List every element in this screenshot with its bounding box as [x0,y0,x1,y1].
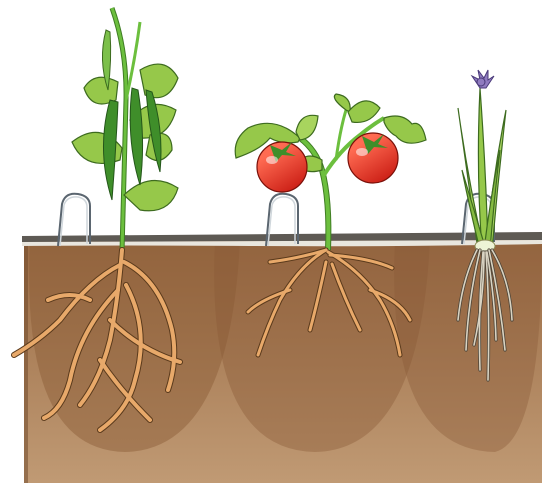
soil-left-edge [24,238,28,483]
tomato-leaf [348,101,380,123]
bean-leaf [124,180,178,210]
tomato-fruit [348,133,398,183]
bean-leaf [84,77,118,104]
bean-leaf [140,64,178,98]
tomato-leaf [334,94,350,112]
tomato-leaf [296,115,318,140]
chive-flower [472,70,494,88]
tomato-leaf [384,116,426,143]
tomato-fruit [257,142,307,192]
bean-pod [103,100,118,200]
bean-pod [130,88,142,185]
